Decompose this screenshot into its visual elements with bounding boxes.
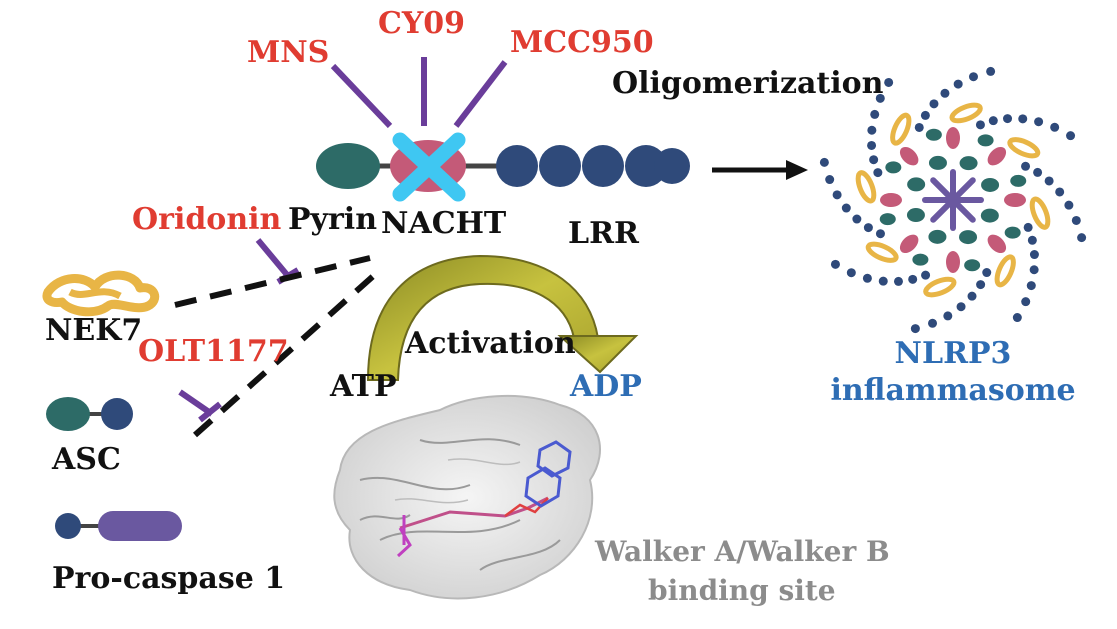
nacht-label: NACHT	[381, 206, 507, 241]
inflammasome-label-line2: inflammasome	[830, 373, 1075, 408]
binding-site-label-line2: binding site	[648, 574, 836, 607]
inflammasome-icon	[819, 66, 1087, 334]
binding-site-label-line1: Walker A/Walker B	[594, 535, 890, 568]
nek7-label: NEK7	[45, 313, 142, 348]
procaspase-icon	[55, 511, 182, 541]
atp-label: ATP	[329, 369, 397, 404]
olt1177-inhibitor-line	[178, 389, 214, 417]
binding-site-surface	[333, 394, 601, 600]
oligomerization-label: Oligomerization	[612, 66, 884, 101]
inflammasome-label-line1: NLRP3	[895, 336, 1012, 371]
inhibition-cross-icon	[392, 132, 466, 202]
mns-inhibitor-line	[330, 63, 393, 129]
olt1177-inhibitor-bar	[198, 401, 222, 423]
activation-label: Activation	[404, 326, 576, 361]
oridonin-label: Oridonin	[132, 202, 282, 237]
olt1177-label: OLT1177	[138, 334, 289, 369]
lrr-label: LRR	[568, 216, 640, 251]
adp-label: ADP	[569, 369, 642, 404]
lrr-domain	[496, 145, 690, 187]
mns-label: MNS	[247, 35, 329, 70]
activation-arrow	[366, 254, 639, 381]
ligand-molecule	[396, 440, 572, 558]
pyrin-label: Pyrin	[288, 202, 377, 237]
asc-interaction-line	[193, 267, 382, 438]
nlrp3-domain-chain	[316, 132, 690, 202]
mcc950-label: MCC950	[510, 25, 654, 60]
asc-label: ASC	[51, 442, 121, 477]
procaspase-label: Pro-caspase 1	[52, 561, 285, 596]
asc-icon	[46, 397, 133, 431]
nek7-interaction-line	[174, 255, 371, 308]
cy09-label: CY09	[378, 6, 465, 41]
oridonin-inhibitor-line	[255, 238, 291, 278]
pyrin-domain	[316, 143, 380, 189]
oligomerization-arrow	[712, 160, 808, 180]
mcc950-inhibitor-line	[453, 60, 508, 128]
nek7-icon	[42, 270, 160, 317]
